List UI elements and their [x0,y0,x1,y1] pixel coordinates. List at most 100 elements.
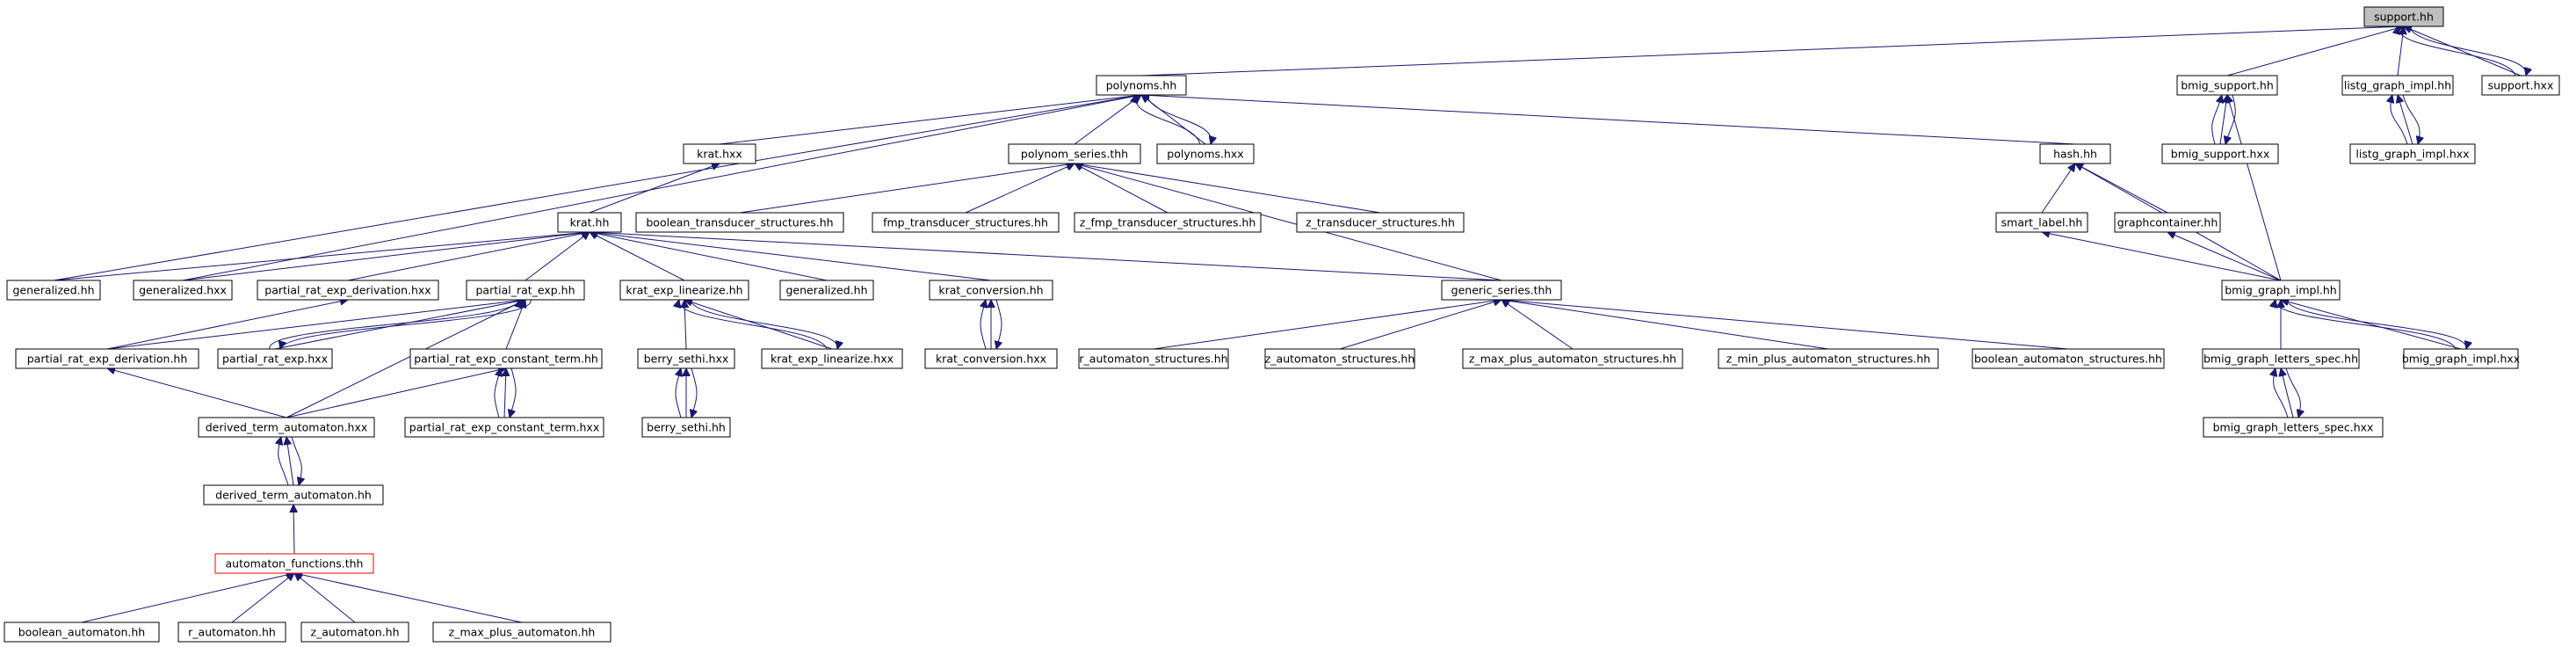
node-graphcontainer-hh[interactable]: graphcontainer.hh [2114,212,2221,233]
node-boolean-automaton-structures-hh[interactable]: boolean_automaton_structures.hh [1972,348,2165,369]
node-z-min-plus-automaton-structures-hh[interactable]: z_min_plus_automaton_structures.hh [1718,348,1939,369]
node-box [619,280,749,301]
cycle-edge-polynoms_hh-polynoms_hxx [1135,95,1211,144]
edge-z_transducer_structures_hh-to-polynom_series_thh [1075,164,1381,214]
edge-bmig_graph_impl_hxx-to-bmig_graph_impl_hh [2281,300,2462,350]
node-box [637,348,735,369]
node-label: bmig_support.hxx [2171,148,2269,161]
cycle-edge-bmig_support_hh-bmig_support_hxx [2211,95,2236,144]
node-bmig-graph-impl-hh[interactable]: bmig_graph_impl.hh [2221,280,2341,301]
node-z-transducer-structures-hh[interactable]: z_transducer_structures.hh [1296,212,1465,233]
node-box [2161,143,2279,164]
node-hash-hh[interactable]: hash.hh [2039,143,2111,164]
node-partial-rat-exp-constant-term-hxx[interactable]: partial_rat_exp_constant_term.hxx [404,417,604,438]
node-label: boolean_automaton.hh [18,626,145,639]
node-box [133,280,233,301]
node-box [2363,6,2444,27]
node-bmig-graph-impl-hxx[interactable]: bmig_graph_impl.hxx [2402,348,2520,369]
node-boolean-transducer-structures-hh[interactable]: boolean_transducer_structures.hh [635,212,844,233]
node-berry-sethi-hh[interactable]: berry_sethi.hh [641,417,731,438]
node-box [2039,143,2111,164]
node-box [1462,348,1683,369]
node-label: boolean_transducer_structures.hh [646,216,833,229]
node-partial-rat-exp-constant-term-hh[interactable]: partial_rat_exp_constant_term.hh [409,348,603,369]
edge-bmig_graph_impl_hh-to-graphcontainer_hh [2167,232,2282,281]
node-box [15,348,199,369]
node-bmig-graph-letters-spec-hxx[interactable]: bmig_graph_letters_spec.hxx [2203,417,2384,438]
node-fmp-transducer-structures-hh[interactable]: fmp_transducer_structures.hh [872,212,1060,233]
node-box [683,143,756,164]
node-bmig-support-hxx[interactable]: bmig_support.hxx [2161,143,2279,164]
node-label: berry_sethi.hh [647,421,726,434]
node-derived-term-automaton-hxx[interactable]: derived_term_automaton.hxx [198,417,375,438]
node-polynoms-hh[interactable]: polynoms.hh [1096,75,1187,96]
node-listg-graph-impl-hxx[interactable]: listg_graph_impl.hxx [2349,143,2476,164]
node-box [1078,348,1229,369]
node-derived-term-automaton-hh[interactable]: derived_term_automaton.hh [203,484,384,505]
node-bmig-support-hh[interactable]: bmig_support.hh [2176,75,2278,96]
edge-derived_term_automaton_hxx-to-partial_rat_exp_constant_term_hh [286,368,506,418]
edge-polynom_series_thh-to-polynoms_hh [1074,95,1141,145]
edge-krat_hxx-to-polynoms_hh [719,95,1141,145]
node-box [177,622,286,643]
node-label: krat_exp_linearize.hxx [771,353,894,366]
node-krat-exp-linearize-hh[interactable]: krat_exp_linearize.hh [619,280,749,301]
node-polynom-series-thh[interactable]: polynom_series.thh [1008,143,1141,164]
node-polynoms-hxx[interactable]: polynoms.hxx [1156,143,1255,164]
node-z-automaton-hh[interactable]: z_automaton.hh [300,622,409,643]
edge-graphcontainer_hh-to-hash_hh [2075,164,2168,214]
node-z-fmp-transducer-structures-hh[interactable]: z_fmp_transducer_structures.hh [1074,212,1262,233]
edge-generalized_hxx-to-polynoms_hh [182,95,1141,281]
node-generic-series-thh[interactable]: generic_series.thh [1441,280,1562,301]
node-label: z_fmp_transducer_structures.hh [1080,216,1256,229]
node-label: automaton_functions.thh [226,557,364,571]
node-support-hxx[interactable]: support.hxx [2481,75,2560,96]
node-box [6,280,101,301]
edge-r_automaton_hh-to-automaton_functions_thh [231,573,294,623]
node-box [2349,143,2476,164]
node-z-max-plus-automaton-hh[interactable]: z_max_plus_automaton.hh [432,622,611,643]
node-box [217,348,333,369]
node-krat-exp-linearize-hxx[interactable]: krat_exp_linearize.hxx [761,348,903,369]
node-partial-rat-exp-hh[interactable]: partial_rat_exp.hh [466,280,585,301]
node-krat-hh[interactable]: krat.hh [557,212,622,233]
cycle-edge-derived_term_automaton_hxx-derived_term_automaton_hh [279,437,302,485]
node-berry-sethi-hxx[interactable]: berry_sethi.hxx [637,348,735,369]
edge-boolean_automaton_structures_hh-to-generic_series_thh [1501,300,2069,350]
node-bmig-graph-letters-spec-hh[interactable]: bmig_graph_letters_spec.hh [2202,348,2360,369]
node-label: krat.hxx [697,148,742,161]
node-label: boolean_automaton_structures.hh [1974,353,2162,366]
node-r-automaton-structures-hh[interactable]: r_automaton_structures.hh [1078,348,1229,369]
node-listg-graph-impl-hh[interactable]: listg_graph_impl.hh [2341,75,2454,96]
node-smart-label-hh[interactable]: smart_label.hh [1995,212,2088,233]
edge-boolean_transducer_structures_hh-to-polynom_series_thh [739,164,1075,214]
node-generalized-hxx[interactable]: generalized.hxx [133,280,233,301]
node-automaton-functions-thh[interactable]: automaton_functions.thh [214,553,374,574]
node-label: r_automaton_structures.hh [1079,353,1227,366]
node-box [2221,280,2341,301]
node-partial-rat-exp-derivation-hxx[interactable]: partial_rat_exp_derivation.hxx [257,280,439,301]
edge-generalized_hh_b-to-krat_hh [590,232,828,281]
node-z-max-plus-automaton-structures-hh[interactable]: z_max_plus_automaton_structures.hh [1462,348,1683,369]
node-partial-rat-exp-derivation-hh[interactable]: partial_rat_exp_derivation.hh [15,348,199,369]
node-generalized-hh[interactable]: generalized.hh [6,280,101,301]
node-partial-rat-exp-hxx[interactable]: partial_rat_exp.hxx [217,348,333,369]
node-boolean-automaton-hh[interactable]: boolean_automaton.hh [4,622,160,643]
node-support-hh[interactable]: support.hh [2363,6,2444,27]
node-label: support.hxx [2488,79,2554,92]
node-generalized-hh-b[interactable]: generalized.hh [779,280,874,301]
node-box [924,348,1058,369]
node-label: generalized.hh [13,284,95,297]
cycle-edge-partial_rat_exp_constant_term_hh-partial_rat_exp_constant_term_hxx [494,368,517,418]
node-krat-conversion-hxx[interactable]: krat_conversion.hxx [924,348,1058,369]
node-label: krat_conversion.hh [938,284,1043,297]
node-box [872,212,1060,233]
node-box [2481,75,2560,96]
cycle-edge-partial_rat_exp_hh-partial_rat_exp_hxx [269,300,532,349]
node-r-automaton-hh[interactable]: r_automaton.hh [177,622,286,643]
node-krat-hxx[interactable]: krat.hxx [683,143,756,164]
edge-bmig_support_hxx-to-bmig_support_hh [2219,95,2227,145]
node-krat-conversion-hh[interactable]: krat_conversion.hh [929,280,1053,301]
node-z-automaton-structures-hh[interactable]: z_automaton_structures.hh [1264,348,1415,369]
edge-smart_label_hh-to-hash_hh [2041,164,2075,214]
